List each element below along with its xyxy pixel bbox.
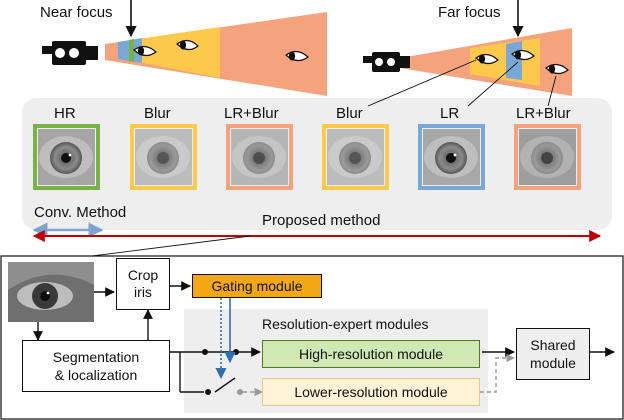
label-lr: LR: [440, 105, 460, 122]
label-blur: Blur: [144, 105, 171, 122]
high-res-module-box: High-resolution module: [262, 340, 480, 368]
camera-icon: [363, 52, 410, 72]
segmentation-box: Segmentation & localization: [22, 340, 170, 392]
proposed-method-label: Proposed method: [262, 212, 381, 229]
near-focus-label: Near focus: [40, 4, 113, 21]
gating-module-box: Gating module: [192, 274, 322, 298]
label-lr-blur: LR+Blur: [224, 105, 279, 122]
eye-icon: [133, 39, 309, 62]
label-blur: Blur: [336, 105, 363, 122]
camera-icon: [42, 41, 98, 65]
near-focus-wedge: [105, 0, 327, 96]
conv-method-label: Conv. Method: [34, 204, 127, 221]
far-focus-label: Far focus: [438, 4, 501, 21]
shared-module-box: Shared module: [516, 328, 590, 380]
input-eye-image: [8, 262, 94, 322]
eye-icon: [475, 49, 569, 75]
connector-lines: [367, 59, 557, 107]
eye-tiles: [33, 124, 581, 190]
label-lr-blur: LR+Blur: [516, 105, 571, 122]
experts-title: Resolution-expert modules: [262, 316, 429, 332]
label-hr: HR: [54, 105, 76, 122]
low-res-module-box: Lower-resolution module: [262, 378, 480, 406]
crop-iris-box: Crop iris: [116, 258, 170, 310]
